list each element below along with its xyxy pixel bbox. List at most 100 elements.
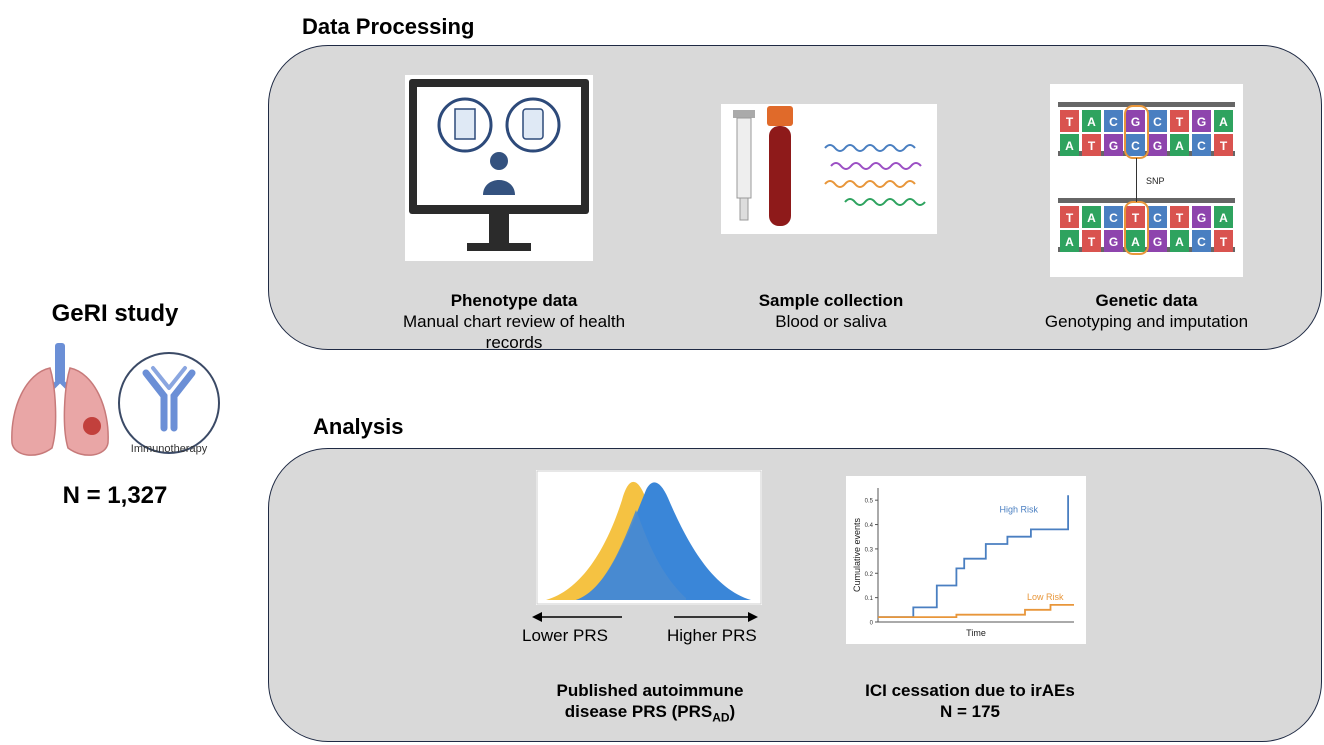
base-letter: T	[1066, 211, 1074, 225]
base-C	[1104, 110, 1123, 132]
base-T	[1082, 230, 1101, 252]
phenotype-caption: Phenotype data Manual chart review of he…	[382, 290, 646, 353]
y-tick-label: 0.5	[865, 499, 874, 505]
base-A	[1170, 230, 1189, 252]
base-letter: C	[1153, 211, 1162, 225]
series-line-low-risk	[878, 604, 1074, 618]
lower-prs-label: Lower PRS	[522, 626, 608, 645]
base-T	[1082, 134, 1101, 156]
study-illustration: Immunotherapy	[11, 343, 220, 456]
base-G	[1148, 230, 1167, 252]
prs-distribution-image	[536, 470, 762, 605]
base-G	[1192, 110, 1211, 132]
data-processing-title: Data Processing	[302, 14, 475, 39]
study-title: GeRI study	[51, 300, 179, 327]
genetic-caption: Genetic data Genotyping and imputation	[1040, 290, 1253, 332]
ici-title: ICI cessation due to irAEs	[865, 681, 1075, 700]
base-letter: A	[1065, 235, 1074, 249]
ici-n: N = 175	[939, 702, 1000, 721]
base-letter: T	[1220, 139, 1228, 153]
phenotype-subtitle: Manual chart review of health records	[402, 312, 626, 352]
base-letter: A	[1175, 235, 1184, 249]
series-label-high-risk: High Risk	[1000, 504, 1039, 514]
base-letter: C	[1109, 211, 1118, 225]
saliva-tube-icon	[733, 110, 755, 221]
base-letter: T	[1066, 115, 1074, 129]
base-C	[1148, 206, 1167, 228]
person-icon	[490, 152, 508, 170]
sample-caption: Sample collection Blood or saliva	[736, 290, 926, 332]
sample-title: Sample collection	[758, 291, 904, 310]
base-letter: C	[1197, 139, 1206, 153]
base-letter: T	[1176, 115, 1184, 129]
genetic-title: Genetic data	[1095, 291, 1198, 310]
base-letter: G	[1197, 211, 1206, 225]
ici-caption: ICI cessation due to irAEs N = 175	[820, 680, 1120, 722]
base-letter: G	[1131, 115, 1140, 129]
base-letter: G	[1197, 115, 1206, 129]
base-G	[1192, 206, 1211, 228]
base-letter: T	[1220, 235, 1228, 249]
base-letter: A	[1131, 235, 1140, 249]
series-line-high-risk	[878, 495, 1069, 618]
base-letter: T	[1132, 211, 1140, 225]
base-T	[1126, 206, 1145, 228]
base-letter: C	[1197, 235, 1206, 249]
base-G	[1104, 134, 1123, 156]
base-G	[1126, 110, 1145, 132]
base-G	[1104, 230, 1123, 252]
base-letter: T	[1088, 139, 1096, 153]
base-A	[1214, 110, 1233, 132]
base-A	[1214, 206, 1233, 228]
immunotherapy-label: Immunotherapy	[131, 443, 208, 455]
left-arrow-icon	[532, 612, 542, 622]
lungs-icon	[11, 343, 109, 456]
prs-caption: Published autoimmune disease PRS (PRSAD)	[500, 680, 800, 728]
base-letter: C	[1153, 115, 1162, 129]
base-C	[1192, 134, 1211, 156]
sample-subtitle: Blood or saliva	[775, 312, 887, 331]
right-arrow-icon	[748, 612, 758, 622]
base-A	[1060, 230, 1079, 252]
base-C	[1126, 134, 1145, 156]
genetic-subtitle: Genotyping and imputation	[1044, 312, 1249, 331]
base-letter: A	[1087, 211, 1096, 225]
y-tick-label: 0.4	[865, 523, 874, 529]
blood-tube-icon	[767, 106, 793, 226]
prs-arrows	[532, 612, 758, 622]
series-label-low-risk: Low Risk	[1027, 592, 1064, 602]
phenotype-image	[405, 75, 593, 261]
analysis-title: Analysis	[313, 414, 404, 439]
base-letter: G	[1109, 235, 1118, 249]
y-tick-label: 0.1	[865, 596, 874, 602]
base-letter: T	[1176, 211, 1184, 225]
antibody-icon	[118, 352, 220, 454]
base-letter: G	[1153, 235, 1162, 249]
base-A	[1082, 206, 1101, 228]
y-tick-label: 0.3	[865, 547, 874, 553]
higher-prs-label: Higher PRS	[667, 626, 757, 645]
base-T	[1214, 230, 1233, 252]
phenotype-title: Phenotype data	[450, 291, 578, 310]
base-letter: C	[1109, 115, 1118, 129]
base-A	[1082, 110, 1101, 132]
base-letter: A	[1219, 115, 1228, 129]
base-A	[1170, 134, 1189, 156]
base-A	[1060, 134, 1079, 156]
base-T	[1060, 206, 1079, 228]
base-letter: G	[1109, 139, 1118, 153]
analysis-panel	[268, 448, 1322, 742]
base-A	[1126, 230, 1145, 252]
prs-title-line2: disease PRS (PRS	[564, 702, 713, 721]
prs-title-end: )	[729, 702, 736, 721]
base-G	[1148, 134, 1167, 156]
base-letter: A	[1087, 115, 1096, 129]
prs-title-line1: Published autoimmune	[556, 681, 744, 700]
base-C	[1148, 110, 1167, 132]
prs-title-sub: AD	[712, 710, 730, 725]
base-letter: T	[1088, 235, 1096, 249]
dna-icon	[824, 144, 926, 206]
base-T	[1060, 110, 1079, 132]
